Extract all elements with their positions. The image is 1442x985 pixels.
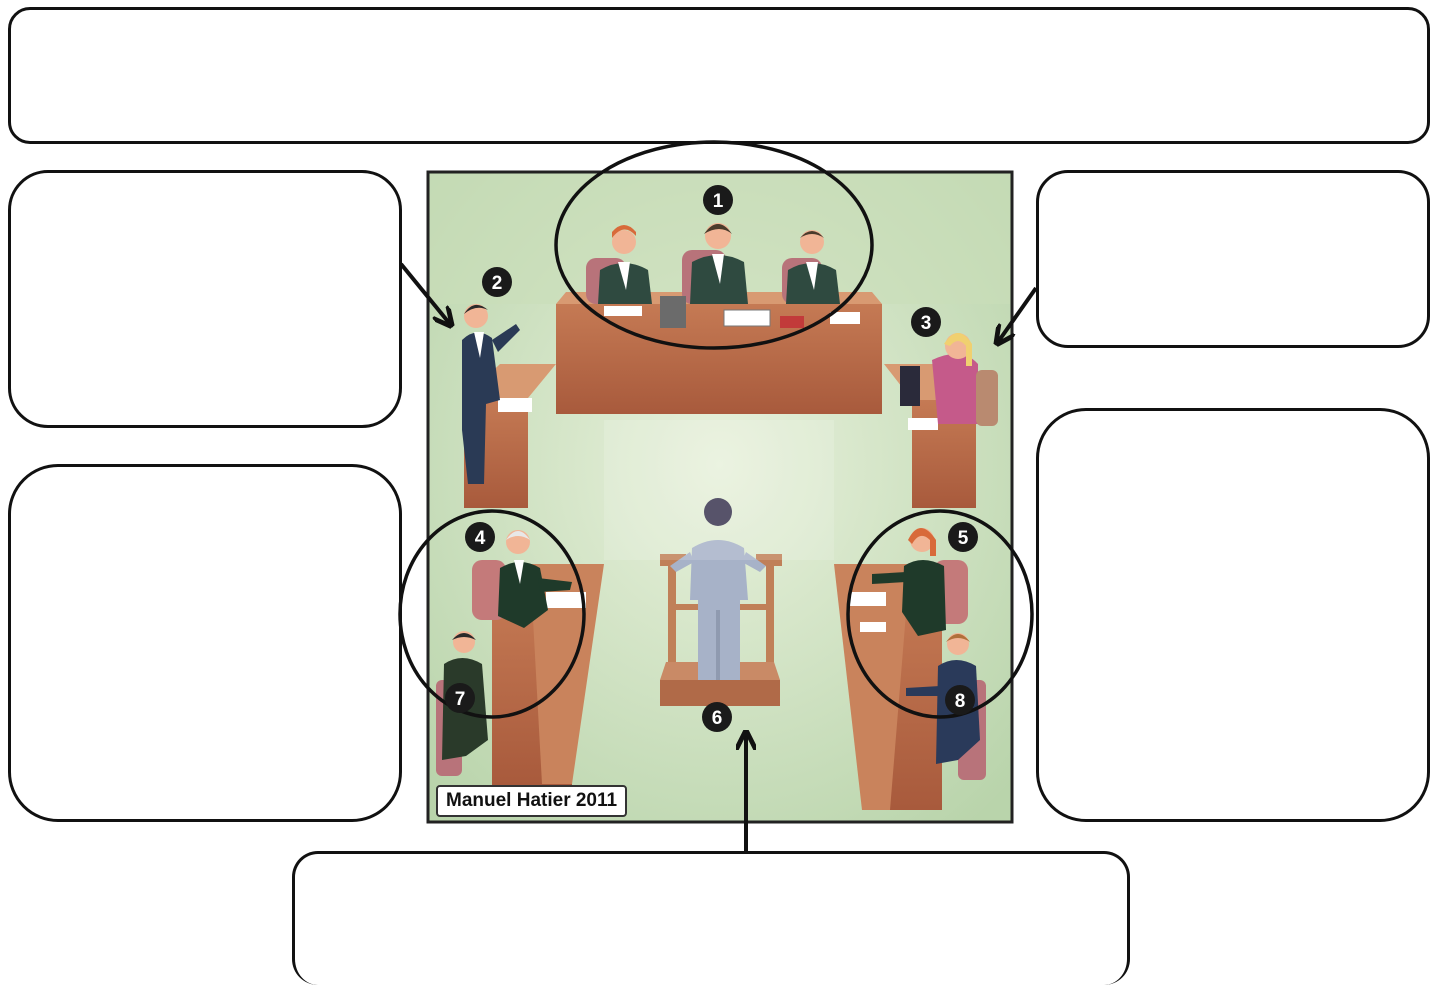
answer-box-left-upper[interactable] [8,170,402,428]
answer-box-right-lower[interactable] [1036,408,1430,822]
svg-text:5: 5 [958,528,969,549]
marker-2: 2 [482,267,512,297]
marker-4: 4 [465,522,495,552]
marker-5: 5 [948,522,978,552]
circle-defence [398,509,586,719]
clerk [900,333,998,426]
answer-box-bottom[interactable] [292,851,1130,985]
prosecutor [462,304,520,484]
svg-text:3: 3 [921,313,932,334]
marker-3: 3 [911,307,941,337]
defence-lawyer [472,530,572,628]
arrow-to-prosecutor [399,262,450,324]
witness [670,498,766,680]
svg-text:8: 8 [955,691,966,712]
circle-judges [554,140,874,350]
image-credit: Manuel Hatier 2011 [436,785,628,817]
marker-7: 7 [445,683,475,713]
svg-text:6: 6 [712,708,723,729]
marker-6: 6 [702,702,732,732]
arrow-to-clerk [998,286,1038,342]
svg-text:2: 2 [492,273,503,294]
answer-box-top[interactable] [8,7,1430,144]
answer-box-left-lower[interactable] [8,464,402,822]
marker-1: 1 [703,185,733,215]
civil-party-lawyer [872,528,968,636]
judge-right [786,230,840,304]
floor-highlight [604,420,834,560]
judge-center [690,223,748,304]
svg-text:7: 7 [455,689,466,710]
marker-8: 8 [945,685,975,715]
svg-text:1: 1 [713,191,724,212]
svg-text:4: 4 [475,528,486,549]
judge-left [598,225,652,304]
answer-box-right-upper[interactable] [1036,170,1430,348]
circle-civil-party [846,509,1034,719]
